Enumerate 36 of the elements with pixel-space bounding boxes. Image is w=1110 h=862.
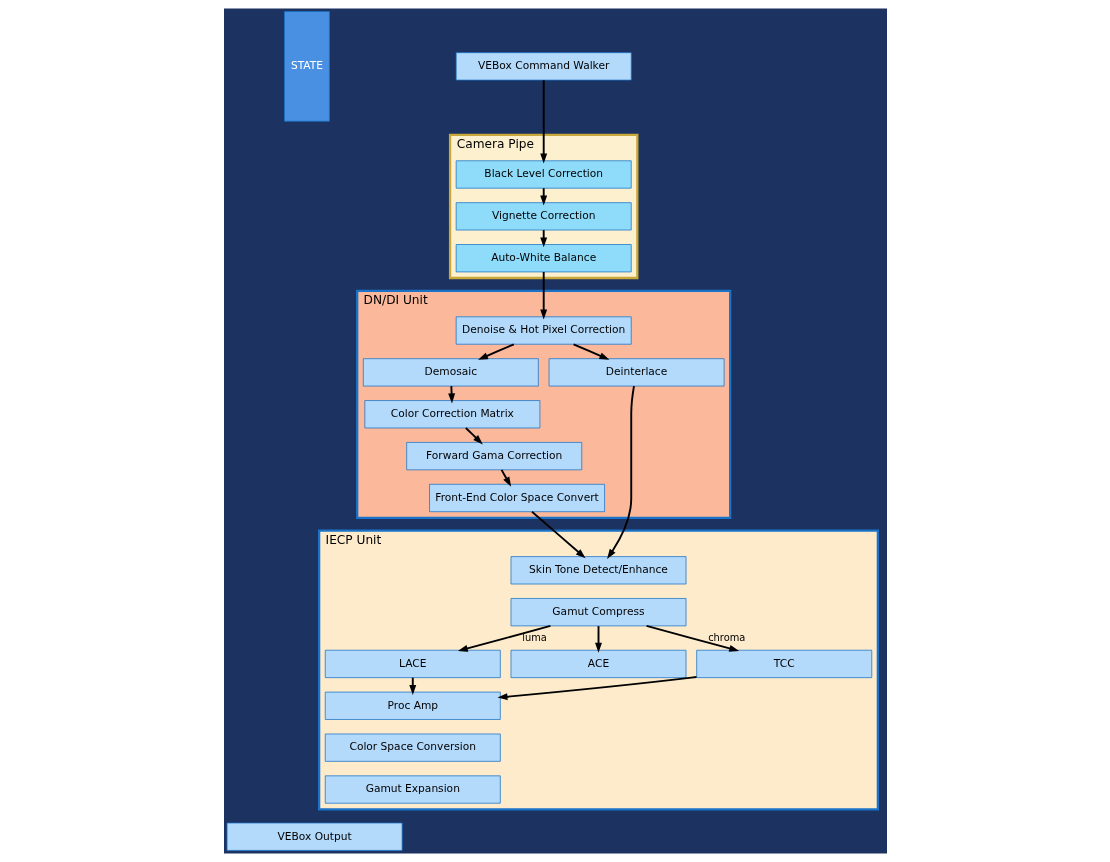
arrow	[497, 676, 697, 701]
node-box: Black Level Correction	[455, 160, 632, 189]
node-box: VEBox Output	[226, 822, 402, 851]
arrow	[464, 427, 483, 445]
node-box: Gamut Compress	[510, 598, 686, 627]
node-box: Deinterlace	[548, 358, 724, 387]
node-box: Skin Tone Detect/Enhance	[510, 556, 686, 585]
arrow	[457, 624, 551, 652]
node-box: TCC	[695, 649, 872, 678]
node-box: Demosaic	[362, 358, 539, 387]
node-box: Front-End Color Space Convert	[428, 483, 605, 513]
node-box: Gamut Expansion	[324, 775, 501, 804]
arrow	[572, 343, 609, 360]
arrow	[645, 624, 739, 652]
arrow	[606, 385, 635, 559]
arrow	[408, 676, 416, 695]
node-box: LACE	[324, 649, 501, 678]
node-box: Proc Amp	[324, 691, 501, 720]
node-box: STATE	[283, 11, 330, 122]
arrow	[500, 468, 511, 487]
node-box: Vignette Correction	[455, 202, 632, 231]
arrow	[539, 271, 547, 320]
edge-label: luma	[521, 631, 547, 643]
node-box: VEBox Command Walker	[455, 52, 632, 81]
arrow	[539, 79, 547, 164]
node-box: Color Space Conversion	[324, 733, 501, 762]
edge-label: chroma	[707, 631, 745, 643]
node-box: ACE	[510, 649, 686, 678]
node-box: Color Correction Matrix	[363, 400, 540, 429]
node-box: Forward Gama Correction	[405, 442, 582, 471]
node-box: Denoise & Hot Pixel Correction	[455, 316, 632, 345]
arrow	[477, 343, 515, 360]
arrow	[530, 510, 586, 559]
arrow	[539, 187, 547, 206]
arrow	[539, 229, 547, 248]
node-box: Auto-White Balance	[455, 244, 632, 273]
